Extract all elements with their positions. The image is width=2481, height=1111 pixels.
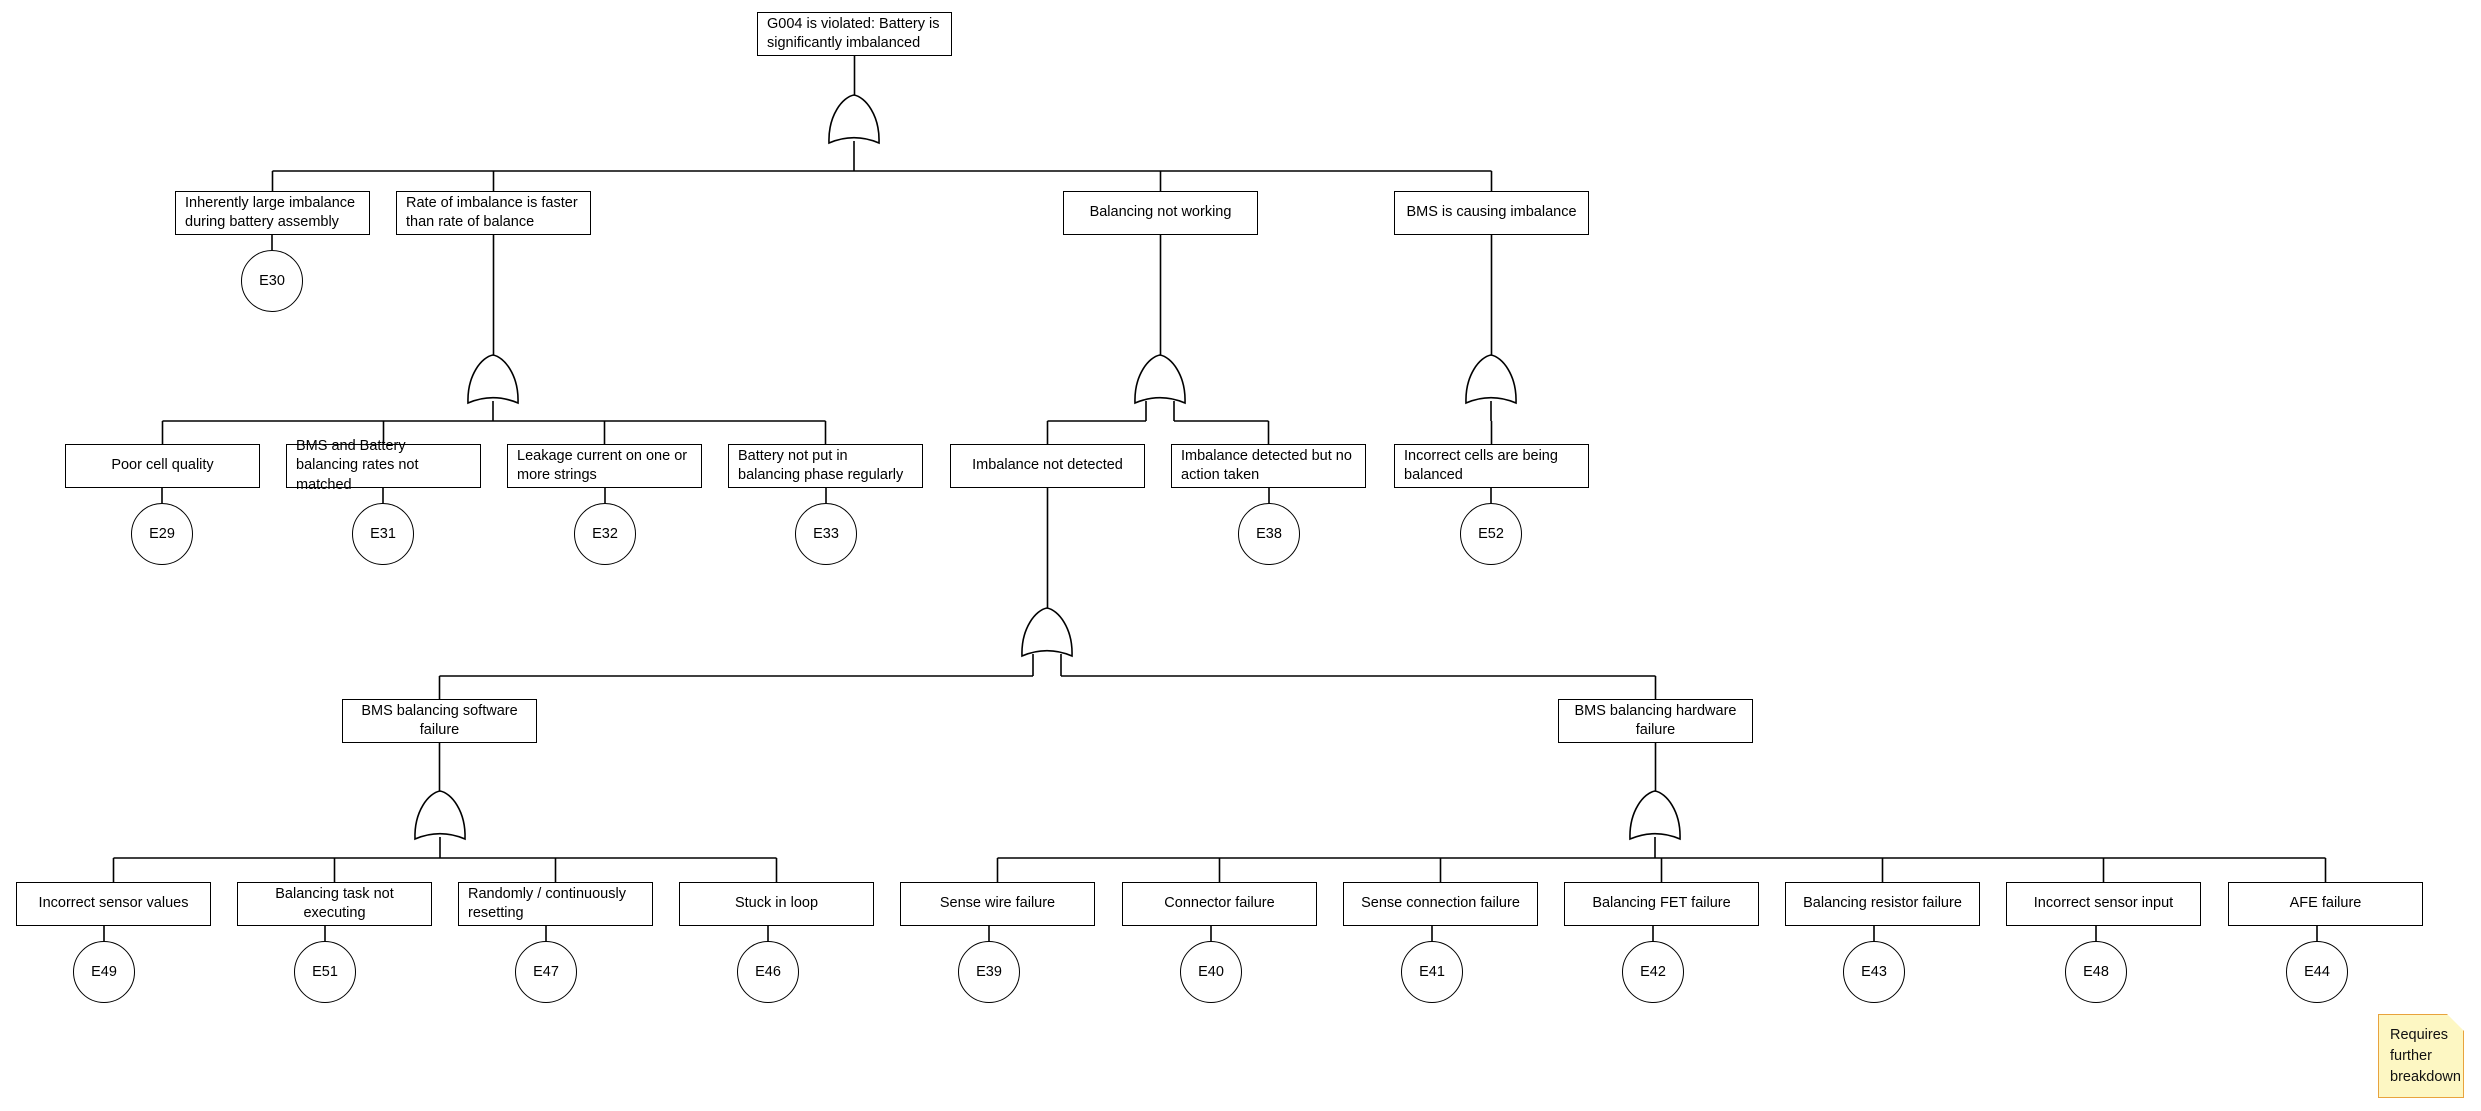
node-bms-causing-imbalance[interactable]: BMS is causing imbalance: [1394, 191, 1589, 235]
basic-event-label: E52: [1478, 526, 1504, 542]
node-inherent-imbalance[interactable]: Inherently large imbalance during batter…: [175, 191, 370, 235]
node-no-action-taken[interactable]: Imbalance detected but no action taken: [1171, 444, 1366, 488]
node-label: Poor cell quality: [111, 457, 214, 474]
basic-event-label: E47: [533, 964, 559, 980]
basic-event-label: E32: [592, 526, 618, 542]
node-label: Imbalance not detected: [972, 457, 1123, 474]
node-label: Balancing task not executing: [275, 885, 394, 921]
node-imbalance-not-detected[interactable]: Imbalance not detected: [950, 444, 1145, 488]
basic-event-label: E38: [1256, 526, 1282, 542]
node-balancing-not-working[interactable]: Balancing not working: [1063, 191, 1258, 235]
node-label: AFE failure: [2289, 895, 2362, 912]
node-connector-failure[interactable]: Connector failure: [1122, 882, 1317, 926]
basic-event-label: E46: [755, 964, 781, 980]
node-label: BMS balancing software failure: [361, 702, 518, 738]
node-incorrect-cells-balanced[interactable]: Incorrect cells are being balanced: [1394, 444, 1589, 488]
basic-event-label: E42: [1640, 964, 1666, 980]
node-label: G004 is violated: Battery is significant…: [767, 15, 940, 51]
node-label: Inherently large imbalance during batter…: [185, 194, 356, 230]
node-hardware-failure[interactable]: BMS balancing hardware failure: [1558, 699, 1753, 743]
node-sense-wire-failure[interactable]: Sense wire failure: [900, 882, 1095, 926]
node-label: Incorrect cells are being balanced: [1404, 447, 1558, 483]
node-label: Balancing resistor failure: [1803, 895, 1962, 912]
node-label: Randomly / continuously resetting: [468, 885, 626, 921]
basic-event-label: E44: [2304, 964, 2330, 980]
node-label: Incorrect sensor input: [2033, 895, 2174, 912]
node-label: Sense wire failure: [939, 895, 1056, 912]
basic-event-e31[interactable]: E31: [352, 503, 414, 565]
basic-event-e32[interactable]: E32: [574, 503, 636, 565]
node-label: Connector failure: [1164, 895, 1275, 912]
basic-event-e48[interactable]: E48: [2065, 941, 2127, 1003]
node-top-event[interactable]: G004 is violated: Battery is significant…: [757, 12, 952, 56]
node-randomly-resetting[interactable]: Randomly / continuously resetting: [458, 882, 653, 926]
basic-event-label: E41: [1419, 964, 1445, 980]
basic-event-e44[interactable]: E44: [2286, 941, 2348, 1003]
basic-event-e46[interactable]: E46: [737, 941, 799, 1003]
node-stuck-in-loop[interactable]: Stuck in loop: [679, 882, 874, 926]
basic-event-label: E30: [259, 273, 285, 289]
node-label: Stuck in loop: [734, 895, 819, 912]
basic-event-label: E43: [1861, 964, 1887, 980]
basic-event-e38[interactable]: E38: [1238, 503, 1300, 565]
node-label: Incorrect sensor values: [38, 895, 189, 912]
basic-event-e33[interactable]: E33: [795, 503, 857, 565]
basic-event-e40[interactable]: E40: [1180, 941, 1242, 1003]
node-leakage-current[interactable]: Leakage current on one or more strings: [507, 444, 702, 488]
node-label: Battery not put in balancing phase regul…: [738, 447, 904, 483]
basic-event-label: E49: [91, 964, 117, 980]
basic-event-label: E31: [370, 526, 396, 542]
basic-event-e39[interactable]: E39: [958, 941, 1020, 1003]
node-no-balancing-phase[interactable]: Battery not put in balancing phase regul…: [728, 444, 923, 488]
basic-event-e49[interactable]: E49: [73, 941, 135, 1003]
basic-event-label: E40: [1198, 964, 1224, 980]
basic-event-label: E51: [312, 964, 338, 980]
node-label: Sense connection failure: [1361, 895, 1520, 912]
node-poor-cell-quality[interactable]: Poor cell quality: [65, 444, 260, 488]
node-rate-of-imbalance[interactable]: Rate of imbalance is faster than rate of…: [396, 191, 591, 235]
node-label: Rate of imbalance is faster than rate of…: [406, 194, 578, 230]
node-afe-failure[interactable]: AFE failure: [2228, 882, 2423, 926]
sticky-note-fold-icon: [2447, 1014, 2464, 1031]
node-sense-connection-failure[interactable]: Sense connection failure: [1343, 882, 1538, 926]
node-incorrect-sensor-values[interactable]: Incorrect sensor values: [16, 882, 211, 926]
node-incorrect-sensor-input[interactable]: Incorrect sensor input: [2006, 882, 2201, 926]
node-label: Balancing FET failure: [1592, 895, 1731, 912]
node-balancing-resistor-failure[interactable]: Balancing resistor failure: [1785, 882, 1980, 926]
basic-event-e51[interactable]: E51: [294, 941, 356, 1003]
node-balancing-fet-failure[interactable]: Balancing FET failure: [1564, 882, 1759, 926]
node-label: Imbalance detected but no action taken: [1181, 447, 1352, 483]
basic-event-label: E48: [2083, 964, 2109, 980]
basic-event-label: E39: [976, 964, 1002, 980]
basic-event-e41[interactable]: E41: [1401, 941, 1463, 1003]
basic-event-e43[interactable]: E43: [1843, 941, 1905, 1003]
basic-event-e47[interactable]: E47: [515, 941, 577, 1003]
basic-event-e29[interactable]: E29: [131, 503, 193, 565]
node-label: Balancing not working: [1089, 204, 1232, 221]
node-rates-not-matched[interactable]: BMS and Battery balancing rates not matc…: [286, 438, 481, 493]
basic-event-e42[interactable]: E42: [1622, 941, 1684, 1003]
basic-event-label: E33: [813, 526, 839, 542]
basic-event-e52[interactable]: E52: [1460, 503, 1522, 565]
node-label: BMS and Battery balancing rates not matc…: [296, 438, 419, 493]
basic-event-label: E29: [149, 526, 175, 542]
node-software-failure[interactable]: BMS balancing software failure: [342, 699, 537, 743]
node-label: BMS balancing hardware failure: [1574, 702, 1737, 738]
node-task-not-executing[interactable]: Balancing task not executing: [237, 882, 432, 926]
node-label: BMS is causing imbalance: [1406, 204, 1577, 221]
node-label: Leakage current on one or more strings: [517, 447, 688, 483]
basic-event-e30[interactable]: E30: [241, 250, 303, 312]
